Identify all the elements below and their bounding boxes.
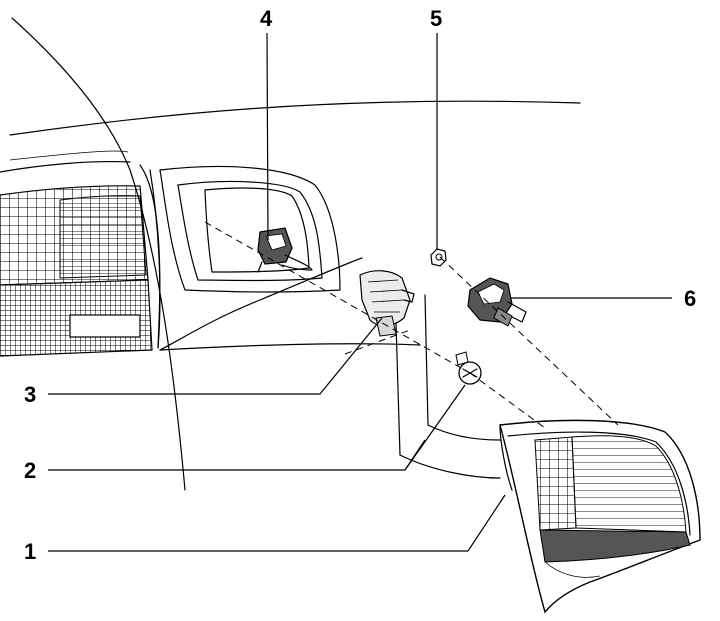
assembly-dash-lines xyxy=(204,221,619,429)
callout-1: 1 xyxy=(24,539,36,564)
tail-light-assembly xyxy=(499,419,701,614)
wiring-connector xyxy=(467,277,527,327)
leader-4 xyxy=(266,32,269,241)
leader-lines xyxy=(48,32,672,552)
leader-1 xyxy=(48,494,506,552)
callout-4: 4 xyxy=(260,6,273,31)
callout-2: 2 xyxy=(24,458,36,483)
hex-nut xyxy=(430,248,447,267)
callout-6: 6 xyxy=(684,286,696,311)
leader-2-branch xyxy=(404,439,426,471)
bulb-holder xyxy=(359,270,415,337)
leader-2 xyxy=(48,384,466,471)
leader-3 xyxy=(48,317,383,395)
bulb xyxy=(455,351,482,385)
callout-5: 5 xyxy=(430,6,442,31)
vehicle-tail-light xyxy=(0,185,153,357)
reflector-panel xyxy=(69,314,141,338)
callout-3: 3 xyxy=(24,382,36,407)
bulb-socket-mounted xyxy=(257,227,313,273)
light-housing-opening xyxy=(159,165,341,293)
